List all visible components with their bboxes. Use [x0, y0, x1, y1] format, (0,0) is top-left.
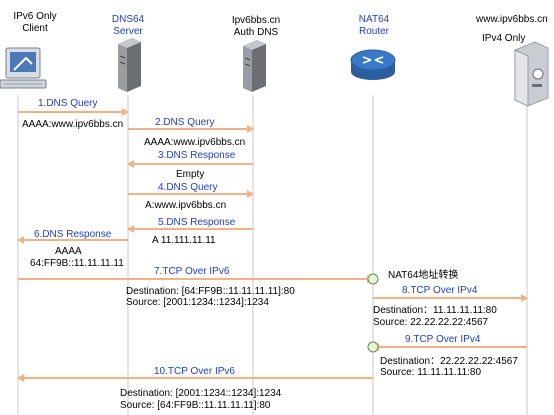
- web-server-icon: [514, 41, 549, 107]
- message-arrows: [17, 108, 528, 382]
- message-detail: A:www.ipv6bbs.cn: [145, 200, 227, 211]
- participant-client-name: IPv6 Only: [13, 11, 57, 22]
- message-label: 6.DNS Response: [34, 229, 112, 240]
- message-detail: AAAA: [55, 246, 82, 257]
- participant-web-server-sub: IPv4 Only: [482, 33, 526, 44]
- message-detail: AAAA:www.ipv6bbs.cn: [22, 119, 124, 130]
- participant-nat64-name: NAT64: [358, 14, 390, 25]
- server-icon: [118, 38, 141, 92]
- message-detail: Source: 22.22.22.22:4567: [373, 317, 489, 328]
- participant-auth-dns-name: Ipv6bbs.cn: [231, 15, 281, 26]
- nat-translation-marker: [367, 273, 379, 285]
- message-label: 9.TCP Over IPv4: [405, 334, 481, 345]
- participant-dns64-name: DNS64: [111, 14, 145, 25]
- message-label: 2.DNS Query: [155, 117, 215, 128]
- message-detail: Destination：11.11.11.11:80: [373, 305, 497, 316]
- message-detail: Source: [2001:1234::1234]:1234: [126, 297, 269, 308]
- nat-translation-note: NAT64地址转换: [388, 270, 459, 281]
- message-detail: AAAA:www.ipv6bbs.cn: [144, 137, 246, 148]
- participant-web-server-name: www.ipv6bbs.cn: [476, 14, 548, 25]
- participant-dns64-sub: Server: [113, 26, 143, 37]
- lifelines: [17, 95, 528, 415]
- message-label: 3.DNS Response: [158, 150, 236, 161]
- message-detail: Source: [64:FF9B::11.11.11.11]:80: [120, 400, 271, 411]
- participant-client-sub: Client: [22, 23, 48, 34]
- message-label: 1.DNS Query: [38, 98, 98, 109]
- server-icon: [243, 40, 266, 92]
- message-label: 5.DNS Response: [158, 217, 236, 228]
- message-label: 10.TCP Over IPv6: [154, 366, 235, 377]
- message-label: 4.DNS Query: [158, 182, 218, 193]
- message-detail: Empty: [176, 169, 205, 180]
- message-detail: 64:FF9B::11.11.11.11: [30, 258, 124, 269]
- message-detail: A 11.111.11.11: [152, 235, 216, 246]
- client-pc-icon: [0, 47, 47, 89]
- participant-nat64-sub: Router: [358, 26, 389, 37]
- router-icon: [350, 49, 396, 80]
- nat-translation-marker: [367, 341, 379, 353]
- message-detail: Destination: [64:FF9B::11.11.11.11]:80: [126, 286, 295, 297]
- message-label: 7.TCP Over IPv6: [154, 266, 230, 277]
- message-detail: Destination: [2001:1234::1234]:1234: [120, 388, 282, 399]
- message-label: 8.TCP Over IPv4: [402, 285, 478, 296]
- message-detail: Destination：22.22.22.22:4567: [380, 356, 518, 367]
- message-detail: Source: 11.11.11.11:80: [380, 367, 482, 378]
- participant-auth-dns-sub: Auth DNS: [233, 27, 279, 38]
